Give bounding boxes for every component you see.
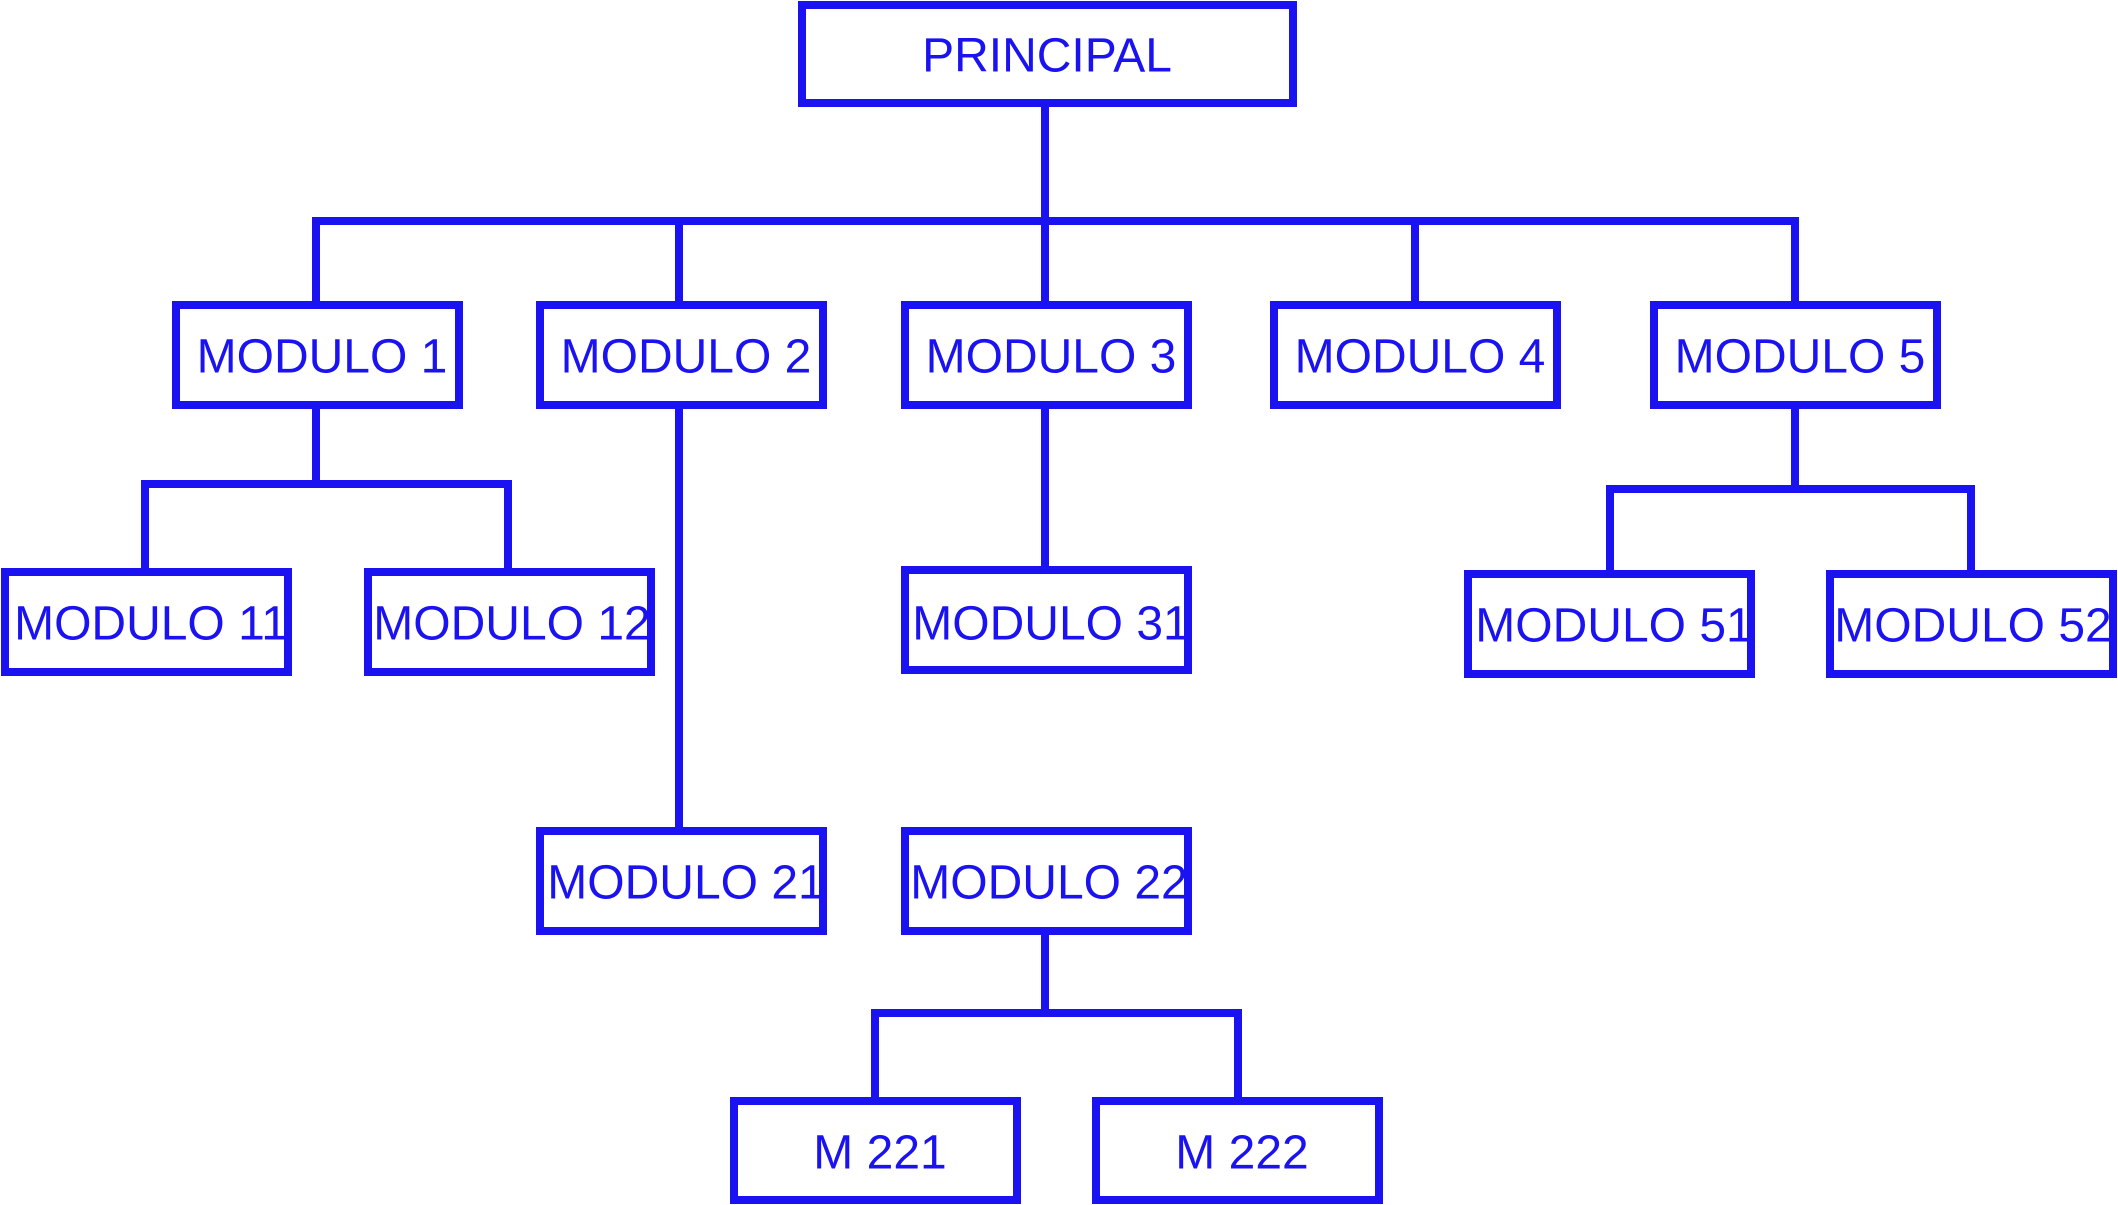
node-label: MODULO 22 [910,857,1187,910]
node-box [536,827,827,935]
node-label: MODULO 11 [14,598,288,651]
node-modulo-3: MODULO 3 [901,301,1192,409]
node-modulo-5: MODULO 5 [1650,301,1941,409]
node-label: MODULO 5 [1675,331,1926,384]
node-label: MODULO 3 [926,331,1177,384]
node-label: M 222 [1175,1127,1308,1180]
node-label: PRINCIPAL [922,30,1172,83]
node-modulo-52: MODULO 52 [1826,570,2117,678]
node-box [901,566,1192,674]
node-label: MODULO 1 [197,331,448,384]
node-label: MODULO 4 [1295,331,1546,384]
node-box [730,1097,1021,1204]
node-principal: PRINCIPAL [798,1,1297,107]
node-modulo-11: MODULO 11 [1,568,292,676]
node-box [1270,301,1561,409]
node-box [901,301,1192,409]
node-box [172,301,463,409]
node-modulo-22: MODULO 22 [901,827,1192,935]
node-box [364,568,655,676]
node-modulo-51: MODULO 51 [1464,570,1755,678]
node-label: MODULO 2 [561,331,812,384]
node-label: M 221 [813,1127,946,1180]
node-m-222: M 222 [1092,1097,1383,1204]
node-label: MODULO 52 [1834,600,2111,653]
node-modulo-4: MODULO 4 [1270,301,1561,409]
node-m-221: M 221 [730,1097,1021,1204]
node-box [1826,570,2117,678]
node-box [1,568,292,676]
node-modulo-2: MODULO 2 [536,301,827,409]
node-box [1464,570,1755,678]
node-label: MODULO 12 [373,598,650,651]
node-box [1092,1097,1383,1204]
node-modulo-31: MODULO 31 [901,566,1192,674]
node-box [901,827,1192,935]
node-box [1650,301,1941,409]
node-modulo-1: MODULO 1 [172,301,463,409]
node-box [536,301,827,409]
node-box [798,1,1297,107]
node-label: MODULO 31 [912,598,1189,651]
node-label: MODULO 21 [547,857,824,910]
node-modulo-21: MODULO 21 [536,827,827,935]
connectors [141,99,1975,1105]
node-modulo-12: MODULO 12 [364,568,655,676]
node-label: MODULO 51 [1475,600,1752,653]
